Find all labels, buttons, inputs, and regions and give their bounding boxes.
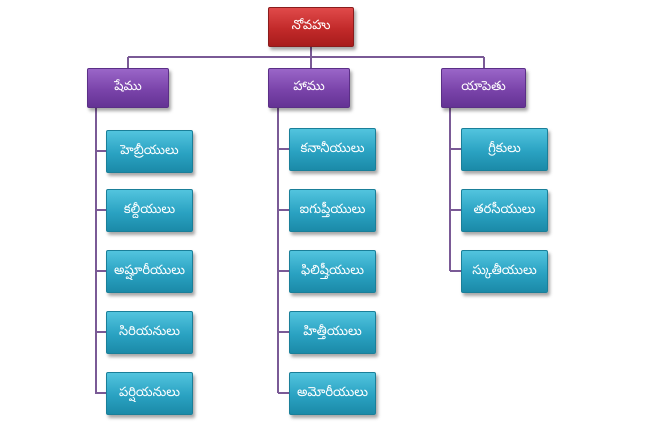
leaf-node: అమోరీయులు bbox=[289, 372, 376, 415]
leaf-node: గ్రీకులు bbox=[461, 128, 548, 171]
leaf-node: హిత్తీయులు bbox=[289, 311, 376, 354]
leaf-node: కనానీయులు bbox=[289, 128, 376, 171]
leaf-node: హెబ్రీయులు bbox=[106, 130, 193, 173]
leaf-node: అష్షూరీయులు bbox=[106, 250, 193, 293]
root-node: నోవహు bbox=[268, 7, 354, 47]
leaf-node: పర్షియనులు bbox=[106, 372, 193, 415]
leaf-node: సిరియనులు bbox=[106, 311, 193, 354]
leaf-node: స్కుతీయులు bbox=[461, 250, 548, 293]
leaf-node: కల్దీయులు bbox=[106, 189, 193, 232]
branch-node-ham: హాము bbox=[268, 68, 350, 108]
branch-node-shem: షేము bbox=[87, 68, 169, 108]
leaf-node: తరసీయులు bbox=[461, 189, 548, 232]
leaf-node: ఫిలిష్తీయులు bbox=[289, 250, 376, 293]
leaf-node: ఐగుప్తీయులు bbox=[289, 189, 376, 232]
branch-node-japheth: యాపెతు bbox=[441, 68, 526, 108]
